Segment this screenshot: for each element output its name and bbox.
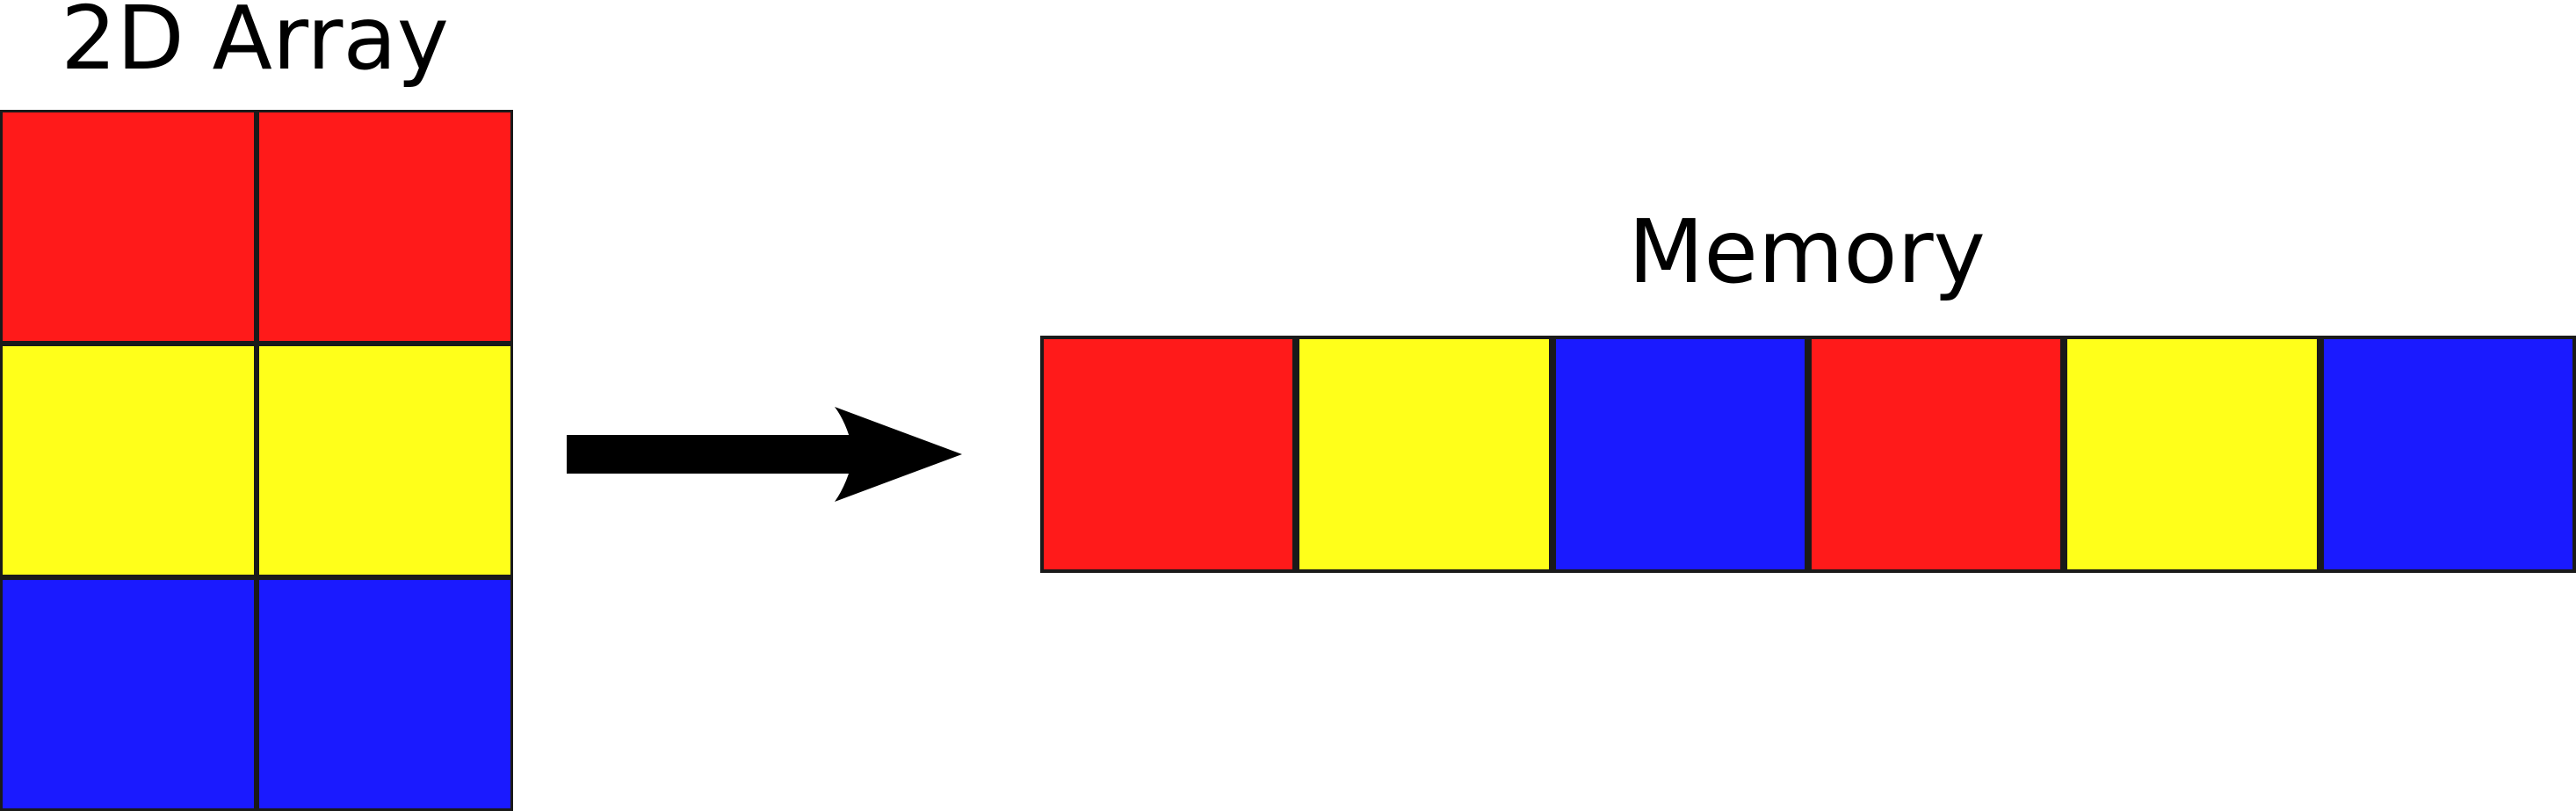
array-cell-yellow [3,346,254,575]
memory-cell-blue [1555,339,1805,569]
array-cell-red [259,112,510,341]
array-cell-blue [3,580,254,808]
array-cell-red [3,112,254,341]
memory-cell-red [1812,339,2061,569]
memory-cell-yellow [2067,339,2317,569]
memory-strip [1040,336,2576,573]
memory-cell-red [1044,339,1293,569]
array-cell-blue [259,580,510,808]
memory-cell-blue [2323,339,2572,569]
two-d-array-grid [0,110,513,811]
memory-cell-yellow [1299,339,1549,569]
array-title: 2D Array [61,0,449,90]
array-cell-yellow [259,346,510,575]
memory-title: Memory [1628,200,1986,303]
arrow-right-icon [567,407,962,502]
